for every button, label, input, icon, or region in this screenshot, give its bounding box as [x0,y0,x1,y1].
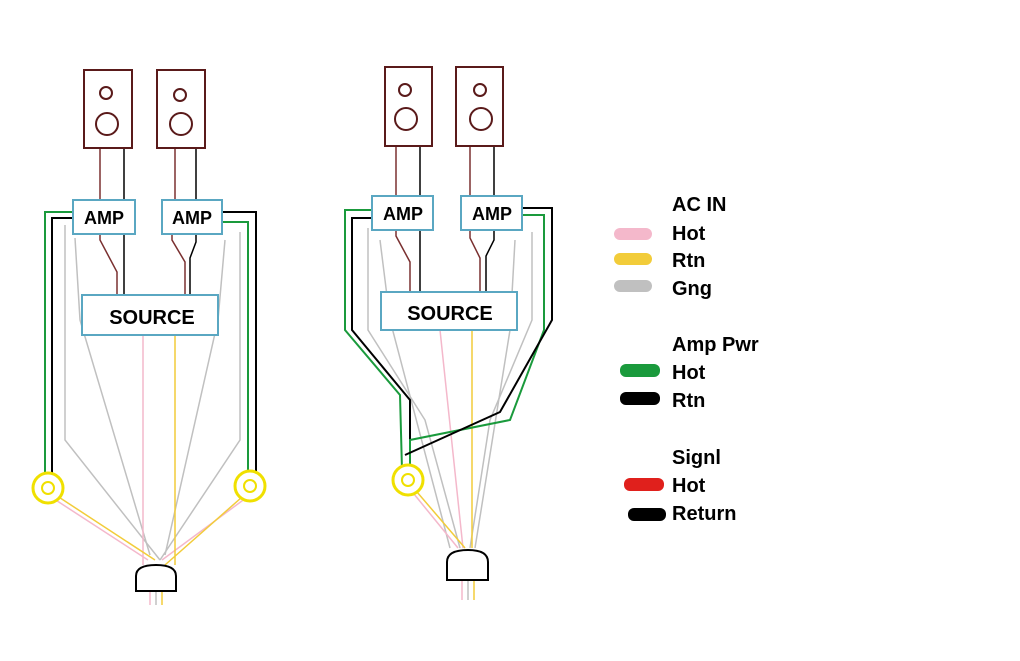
amp-box-right-2: AMP [460,195,523,231]
legend-amp-hot-label: Hot [672,362,706,384]
legend-ac-in-title: AC IN [672,194,726,216]
legend-swatch-sig-rtn [628,508,666,521]
legend-ac-hot-label: Hot [672,223,706,245]
left-diagram: AMP AMP SOURCE [31,69,267,605]
legend-swatch-amp-hot [620,364,660,377]
legend-sig-rtn-label: Return [672,503,736,525]
amp-label: AMP [472,204,512,224]
power-ring-left-2 [233,469,267,503]
speaker-right-2 [455,66,504,147]
legend-amp-rtn-label: Rtn [672,390,705,412]
source-label: SOURCE [109,307,195,329]
right-diagram: AMP AMP SOURCE [344,66,553,600]
source-label: SOURCE [407,303,493,325]
amp-label: AMP [172,208,212,228]
legend: AC IN Hot Rtn Gng Amp Pwr Hot Rtn Signl … [614,194,759,525]
power-plug-right [446,548,489,581]
power-ring-right [391,463,425,497]
legend-swatch-amp-rtn [620,392,660,405]
legend-ac-rtn-label: Rtn [672,250,705,272]
legend-ac-gnd-label: Gng [672,278,712,300]
speaker-left-1 [83,69,133,149]
legend-signl-title: Signl [672,447,721,469]
amp-label: AMP [84,208,124,228]
speaker-right-1 [384,66,433,147]
speaker-left-2 [156,69,206,149]
amp-box-right-1: AMP [371,195,434,231]
source-box-right: SOURCE [380,291,518,331]
legend-swatch-ac-rtn [614,253,652,265]
legend-amp-pwr-title: Amp Pwr [672,334,759,356]
amp-label: AMP [383,204,423,224]
power-plug-left [135,563,177,592]
source-box-left: SOURCE [81,294,219,336]
amp-box-left-1: AMP [72,199,136,235]
legend-swatch-ac-gnd [614,280,652,292]
legend-swatch-sig-hot [624,478,664,491]
legend-swatch-ac-hot [614,228,652,240]
amp-box-left-2: AMP [161,199,223,235]
legend-sig-hot-label: Hot [672,475,706,497]
power-ring-left-1 [31,471,65,505]
